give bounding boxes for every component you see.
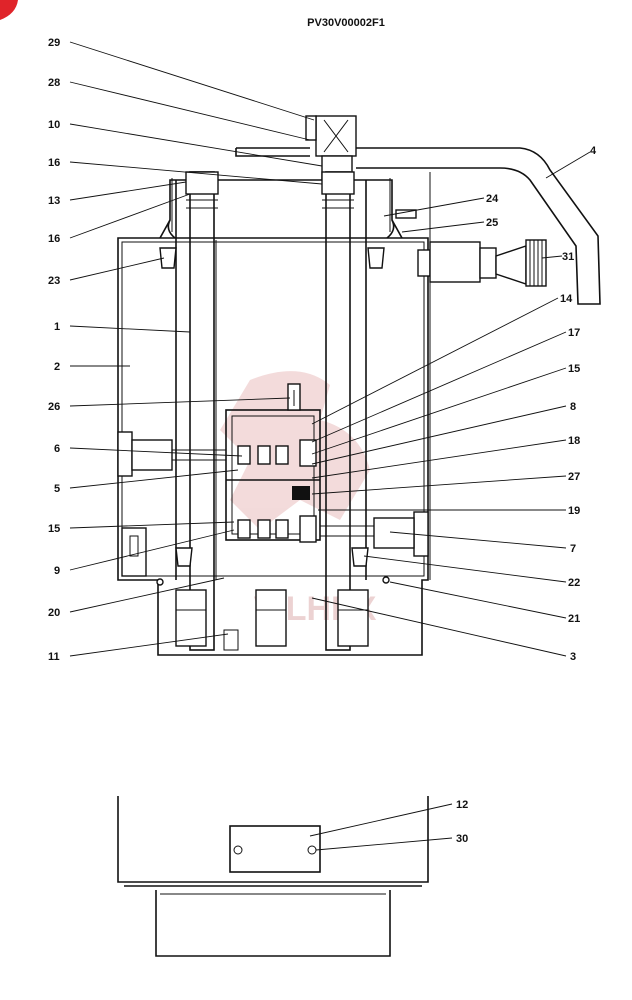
label-17: 17 (568, 327, 580, 339)
label-26: 26 (48, 401, 60, 413)
labels-right: 4 24 25 31 14 17 15 8 18 27 19 7 22 21 3 (486, 145, 597, 663)
label-12: 12 (456, 799, 468, 811)
label-9: 9 (54, 565, 60, 577)
label-4: 4 (590, 145, 597, 157)
label-5: 5 (54, 483, 60, 495)
label-16-b: 16 (48, 233, 60, 245)
label-22: 22 (568, 577, 580, 589)
label-11: 11 (48, 651, 60, 663)
label-19: 19 (568, 505, 580, 517)
label-24: 24 (486, 193, 499, 205)
label-14: 14 (560, 293, 573, 305)
label-13: 13 (48, 195, 60, 207)
label-23: 23 (48, 275, 60, 287)
corner-mark (0, 0, 18, 20)
drawing-code: PV30V00002F1 (307, 17, 385, 29)
label-8: 8 (570, 401, 576, 413)
label-29: 29 (48, 37, 60, 49)
label-7: 7 (570, 543, 576, 555)
label-10: 10 (48, 119, 60, 131)
label-1: 1 (54, 321, 60, 333)
label-6: 6 (54, 443, 60, 455)
label-21: 21 (568, 613, 580, 625)
detail-view: 12 30 (117, 796, 468, 957)
label-28: 28 (48, 77, 60, 89)
label-25: 25 (486, 217, 498, 229)
label-18: 18 (568, 435, 580, 447)
label-15-left: 15 (48, 523, 60, 535)
label-30: 30 (456, 833, 468, 845)
label-15-right: 15 (568, 363, 580, 375)
label-27: 27 (568, 471, 580, 483)
leader-lines (69, 41, 591, 851)
labels-left: 29 28 10 16 13 16 23 1 2 26 6 5 15 9 20 … (48, 37, 60, 663)
label-20: 20 (48, 607, 60, 619)
label-16-a: 16 (48, 157, 60, 169)
label-2: 2 (54, 361, 60, 373)
label-31: 31 (562, 251, 574, 263)
label-3: 3 (570, 651, 576, 663)
valve-assembly (117, 115, 601, 656)
